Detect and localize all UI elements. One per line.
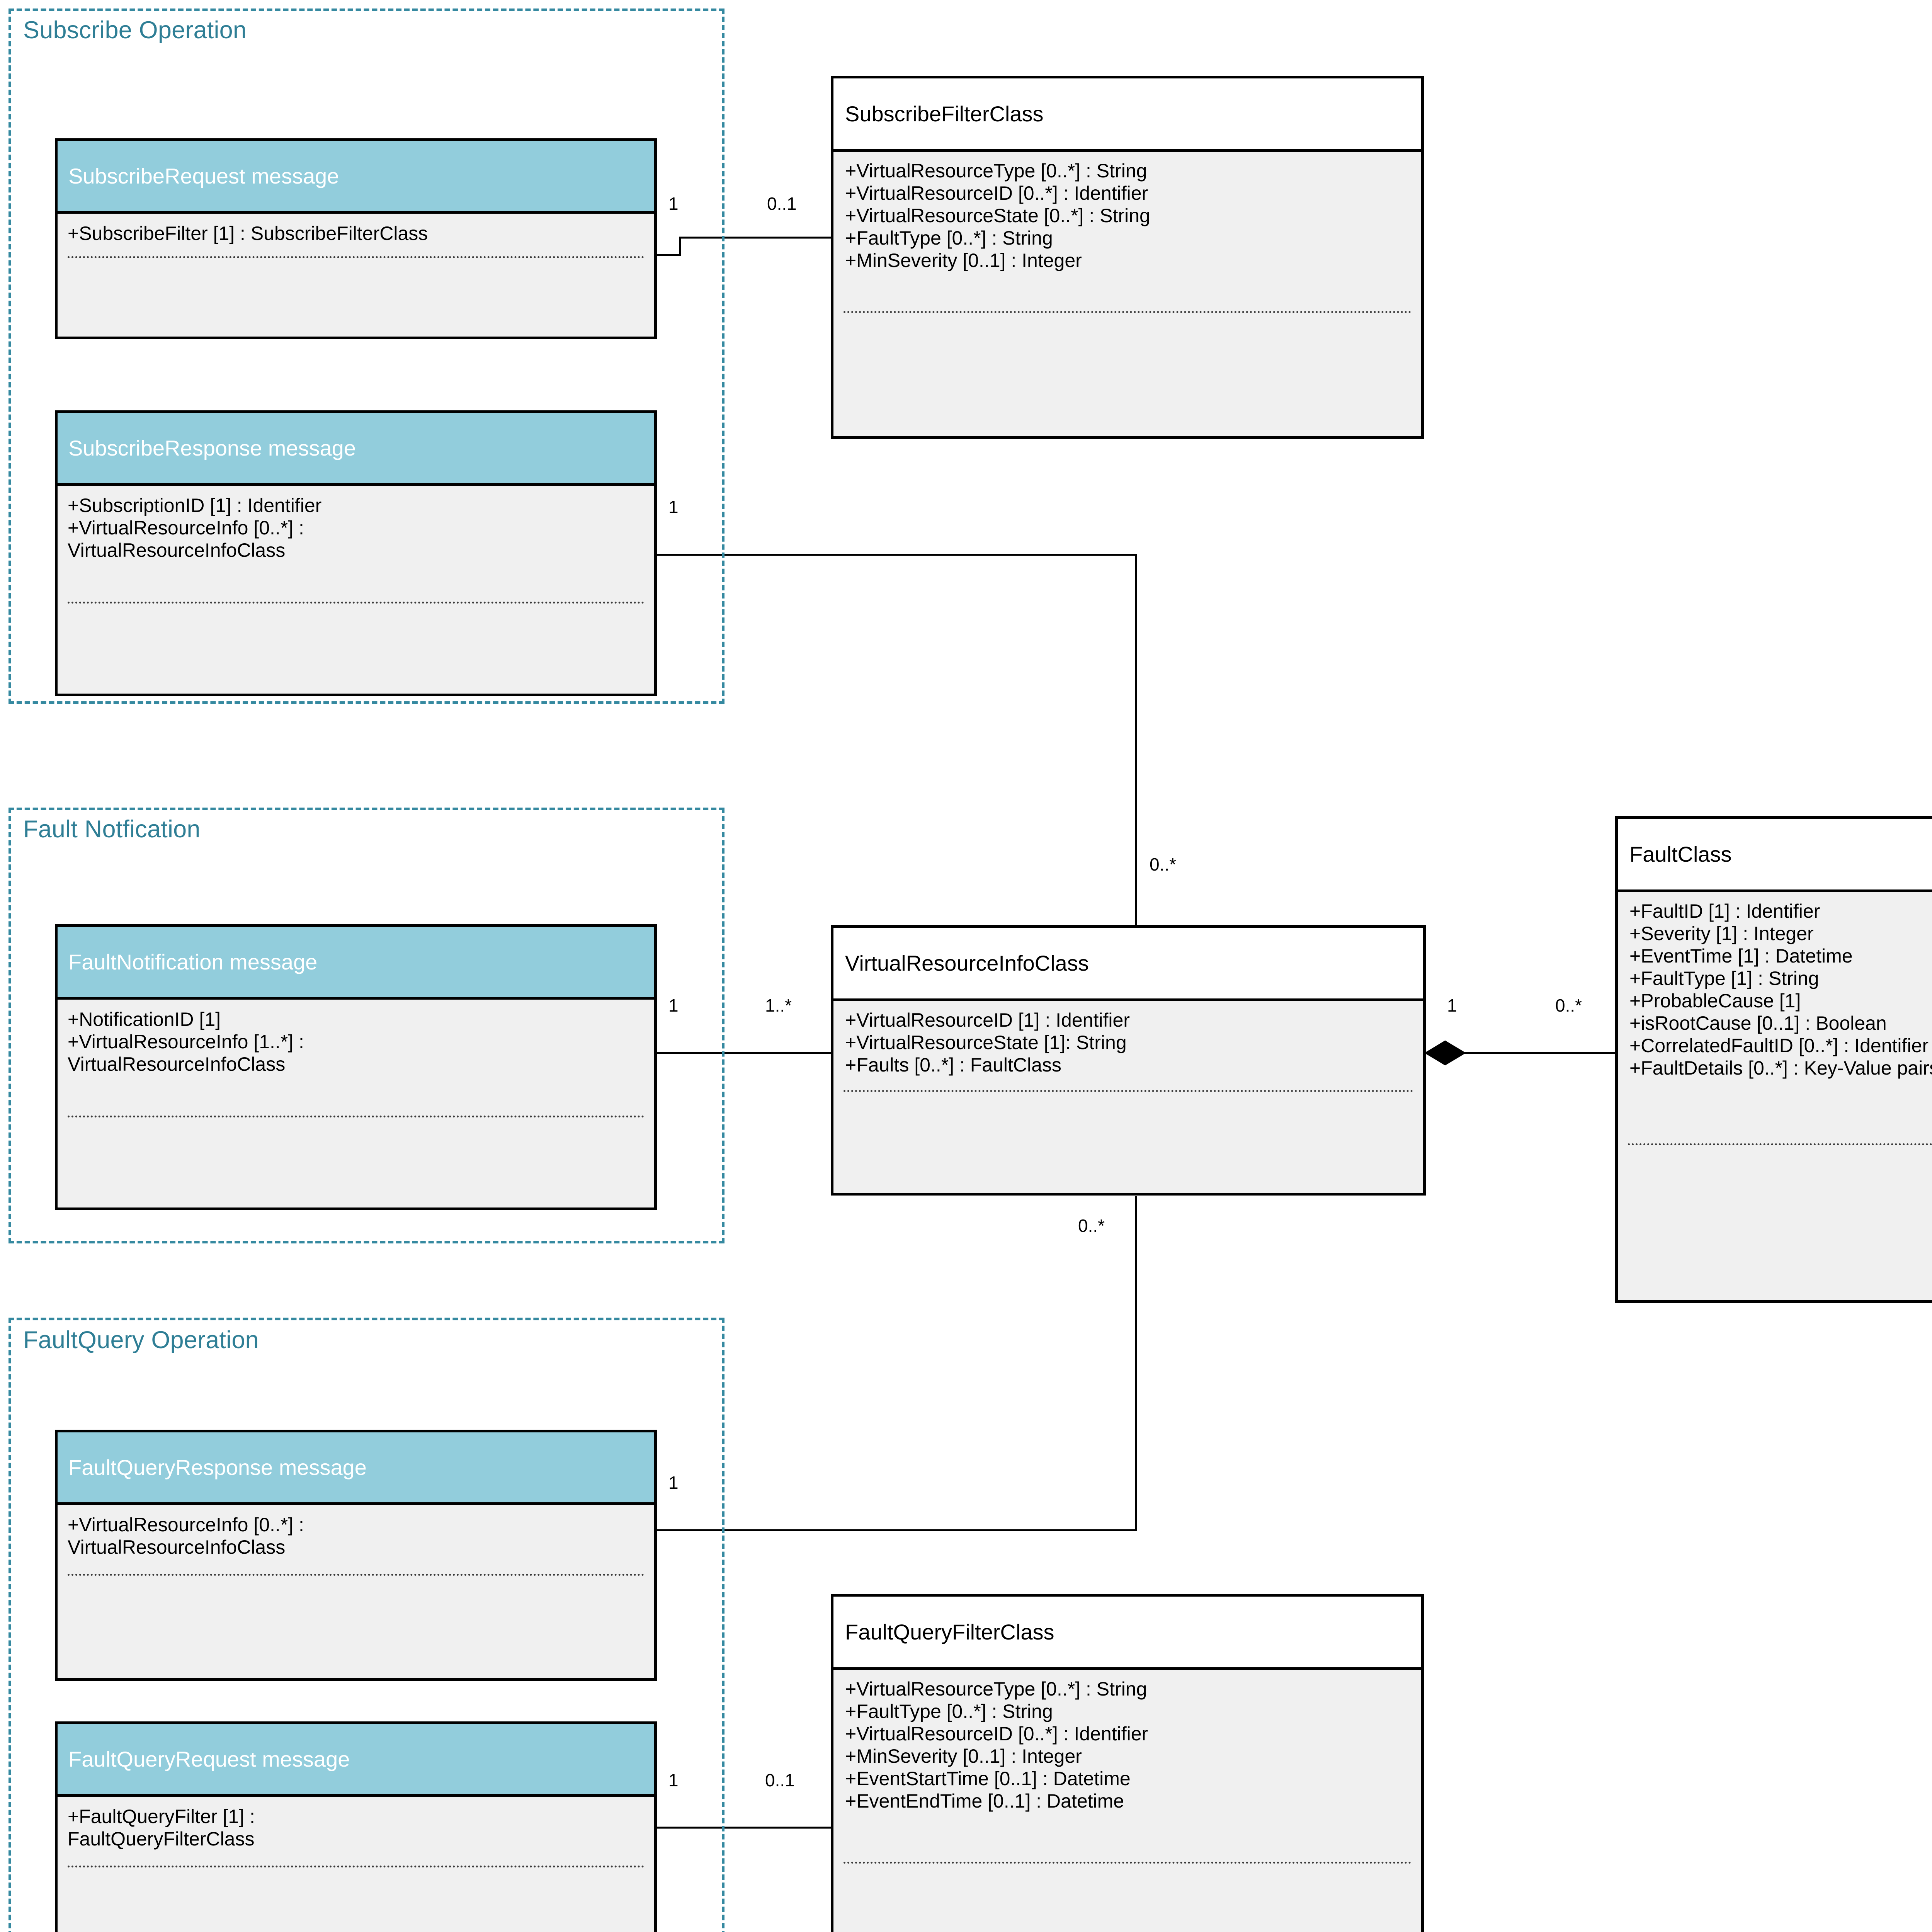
class-title-subscribe-filter-class: SubscribeFilterClass bbox=[833, 78, 1421, 152]
multiplicity-label: 1 bbox=[668, 194, 679, 214]
group-frame-faultquery-operation bbox=[9, 1318, 724, 1932]
message-body-fault-notification: +NotificationID [1] +VirtualResourceInfo… bbox=[58, 1000, 654, 1208]
attribute-row: +SubscribeFilter [1] : SubscribeFilterCl… bbox=[68, 223, 428, 244]
multiplicity-label: 1 bbox=[668, 1473, 679, 1493]
multiplicity-label: 0..* bbox=[1555, 995, 1582, 1015]
attribute-row: +EventTime [1] : Datetime bbox=[1629, 945, 1853, 967]
attribute-row: +MinSeverity [0..1] : Integer bbox=[845, 250, 1082, 271]
multiplicity-label: 1 bbox=[668, 1770, 679, 1790]
class-body-fault-class: +FaultID [1] : Identifier +Severity [1] … bbox=[1618, 892, 1932, 1300]
attribute-row: +VirtualResourceID [1] : Identifier bbox=[845, 1009, 1130, 1031]
group-title-faultquery-operation: FaultQuery Operation bbox=[23, 1327, 259, 1354]
multiplicity-label: 1 bbox=[1447, 995, 1457, 1015]
class-box-virtual-resource-info-class[interactable]: VirtualResourceInfoClass +VirtualResourc… bbox=[831, 925, 1426, 1196]
attribute-row: +VirtualResourceInfo [0..*] : VirtualRes… bbox=[68, 1514, 304, 1558]
group-frame-fault-notification bbox=[9, 808, 724, 1243]
multiplicity-label: 0..1 bbox=[765, 1770, 795, 1790]
message-title-faultquery-request: FaultQueryRequest message bbox=[58, 1724, 654, 1797]
compartment-separator bbox=[68, 1574, 644, 1576]
compartment-separator bbox=[844, 1862, 1411, 1864]
attribute-row: +FaultType [1] : String bbox=[1629, 968, 1819, 989]
attribute-row: +MinSeverity [0..1] : Integer bbox=[845, 1745, 1082, 1767]
message-title-faultquery-response: FaultQueryResponse message bbox=[58, 1432, 654, 1505]
multiplicity-label: 1 bbox=[668, 995, 679, 1015]
attribute-row: +VirtualResourceID [0..*] : Identifier bbox=[845, 182, 1148, 204]
message-title-subscribe-response: SubscribeResponse message bbox=[58, 413, 654, 486]
message-body-faultquery-request: +FaultQueryFilter [1] : FaultQueryFilter… bbox=[58, 1797, 654, 1932]
attribute-row: +FaultQueryFilter [1] : FaultQueryFilter… bbox=[68, 1806, 255, 1850]
message-box-faultquery-request[interactable]: FaultQueryRequest message +FaultQueryFil… bbox=[55, 1721, 657, 1932]
message-body-subscribe-response: +SubscriptionID [1] : Identifier +Virtua… bbox=[58, 486, 654, 694]
compartment-separator bbox=[68, 1116, 644, 1117]
class-box-faultquery-filter-class[interactable]: FaultQueryFilterClass +VirtualResourceTy… bbox=[831, 1594, 1424, 1932]
message-box-subscribe-request[interactable]: SubscribeRequest message +SubscribeFilte… bbox=[55, 138, 657, 339]
attribute-row: +FaultDetails [0..*] : Key-Value pairs bbox=[1629, 1057, 1932, 1079]
class-box-subscribe-filter-class[interactable]: SubscribeFilterClass +VirtualResourceTyp… bbox=[831, 76, 1424, 439]
multiplicity-label: 1 bbox=[668, 497, 679, 517]
class-title-faultquery-filter-class: FaultQueryFilterClass bbox=[833, 1597, 1421, 1670]
attribute-row: +EventStartTime [0..1] : Datetime bbox=[845, 1768, 1131, 1789]
attribute-row: +VirtualResourceType [0..*] : String bbox=[845, 1678, 1147, 1700]
attribute-row: +VirtualResourceInfo [1..*] : VirtualRes… bbox=[68, 1031, 304, 1075]
attribute-row: +VirtualResourceState [1]: String bbox=[845, 1032, 1127, 1053]
group-frame-subscribe-operation bbox=[9, 9, 724, 704]
group-title-subscribe-operation: Subscribe Operation bbox=[23, 17, 247, 44]
compartment-separator bbox=[68, 602, 644, 604]
message-body-subscribe-request: +SubscribeFilter [1] : SubscribeFilterCl… bbox=[58, 214, 654, 337]
message-title-subscribe-request: SubscribeRequest message bbox=[58, 141, 654, 214]
compartment-separator bbox=[1628, 1143, 1932, 1145]
diamond-composition-vri-fault bbox=[1424, 1040, 1466, 1066]
compartment-separator bbox=[68, 256, 644, 258]
class-box-fault-class[interactable]: FaultClass +FaultID [1] : Identifier +Se… bbox=[1615, 816, 1932, 1303]
message-box-faultquery-response[interactable]: FaultQueryResponse message +VirtualResou… bbox=[55, 1430, 657, 1681]
compartment-separator bbox=[844, 311, 1411, 313]
attribute-row: +CorrelatedFaultID [0..*] : Identifier bbox=[1629, 1035, 1929, 1056]
attribute-row: +ProbableCause [1] bbox=[1629, 990, 1801, 1012]
group-title-fault-notification: Fault Notfication bbox=[23, 816, 201, 843]
multiplicity-label: 0..1 bbox=[767, 194, 797, 214]
attribute-row: +VirtualResourceState [0..*] : String bbox=[845, 205, 1150, 226]
attribute-row: +NotificationID [1] bbox=[68, 1009, 221, 1030]
attribute-row: +FaultType [0..*] : String bbox=[845, 1701, 1053, 1722]
multiplicity-label: 0..* bbox=[1150, 854, 1177, 874]
attribute-row: +SubscriptionID [1] : Identifier bbox=[68, 495, 322, 516]
attribute-row: +EventEndTime [0..1] : Datetime bbox=[845, 1790, 1124, 1812]
compartment-separator bbox=[68, 1866, 644, 1867]
class-title-virtual-resource-info-class: VirtualResourceInfoClass bbox=[833, 928, 1423, 1001]
attribute-row: +Severity [1] : Integer bbox=[1629, 923, 1814, 944]
class-body-subscribe-filter-class: +VirtualResourceType [0..*] : String +Vi… bbox=[833, 152, 1421, 436]
message-box-subscribe-response[interactable]: SubscribeResponse message +SubscriptionI… bbox=[55, 410, 657, 696]
class-body-virtual-resource-info-class: +VirtualResourceID [1] : Identifier +Vir… bbox=[833, 1001, 1423, 1193]
attribute-row: +VirtualResourceType [0..*] : String bbox=[845, 160, 1147, 182]
attribute-row: +FaultID [1] : Identifier bbox=[1629, 900, 1820, 922]
attribute-row: +isRootCause [0..1] : Boolean bbox=[1629, 1012, 1887, 1034]
attribute-row: +Faults [0..*] : FaultClass bbox=[845, 1054, 1061, 1076]
message-title-fault-notification: FaultNotification message bbox=[58, 927, 654, 1000]
multiplicity-label: 1..* bbox=[765, 995, 792, 1015]
attribute-row: +FaultType [0..*] : String bbox=[845, 227, 1053, 249]
compartment-separator bbox=[844, 1090, 1413, 1092]
attribute-row: +VirtualResourceID [0..*] : Identifier bbox=[845, 1723, 1148, 1745]
attribute-row: +VirtualResourceInfo [0..*] : VirtualRes… bbox=[68, 517, 304, 561]
message-body-faultquery-response: +VirtualResourceInfo [0..*] : VirtualRes… bbox=[58, 1505, 654, 1678]
class-body-faultquery-filter-class: +VirtualResourceType [0..*] : String +Fa… bbox=[833, 1670, 1421, 1932]
message-box-fault-notification[interactable]: FaultNotification message +NotificationI… bbox=[55, 924, 657, 1210]
multiplicity-label: 0..* bbox=[1078, 1216, 1105, 1236]
class-title-fault-class: FaultClass bbox=[1618, 819, 1932, 892]
